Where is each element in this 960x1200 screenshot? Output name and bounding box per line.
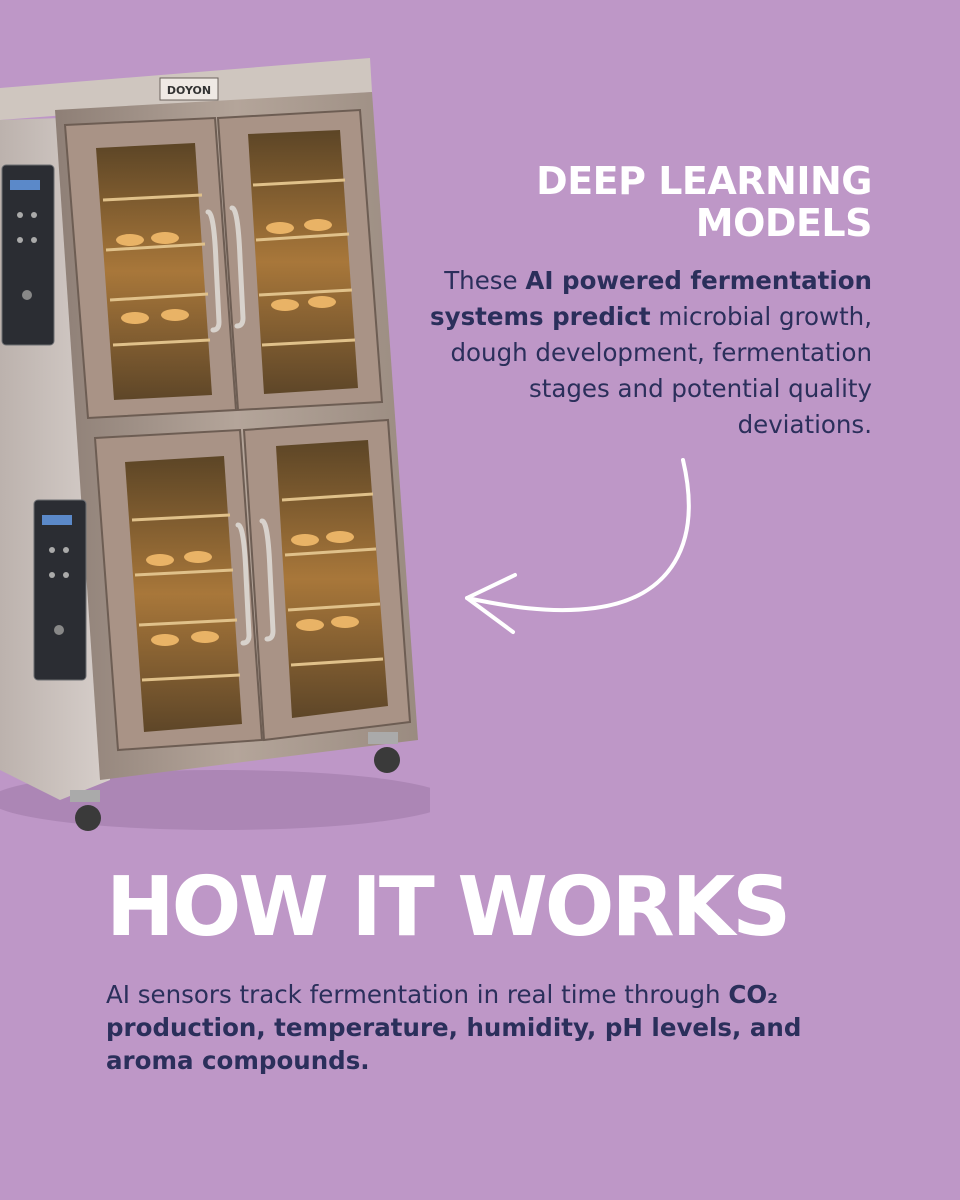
deep-learning-title-line1: DEEP LEARNING bbox=[536, 159, 872, 203]
deep-learning-text-highlight: AI powered fermentation systems predict bbox=[430, 266, 872, 331]
deep-learning-description: These AI powered fermentation systems pr… bbox=[402, 263, 872, 443]
brand-label: DOYON bbox=[167, 84, 211, 97]
how-it-works-text-intro: AI sensors track fermentation in real ti… bbox=[106, 980, 729, 1009]
how-it-works-text-highlight: CO₂ production, temperature, humidity, p… bbox=[106, 980, 802, 1075]
curved-arrow-left-icon bbox=[465, 458, 691, 634]
deep-learning-text-intro: These bbox=[444, 266, 526, 295]
deep-learning-title-line2: MODELS bbox=[695, 201, 873, 245]
how-it-works-description: AI sensors track fermentation in real ti… bbox=[106, 978, 896, 1077]
deep-learning-text-rest: microbial growth, dough development, fer… bbox=[450, 302, 873, 439]
deep-learning-title: DEEP LEARNING MODELS bbox=[536, 160, 872, 244]
how-it-works-title: HOW IT WORKS bbox=[106, 860, 791, 955]
proofer-cabinet-icon: DOYON bbox=[0, 58, 430, 831]
